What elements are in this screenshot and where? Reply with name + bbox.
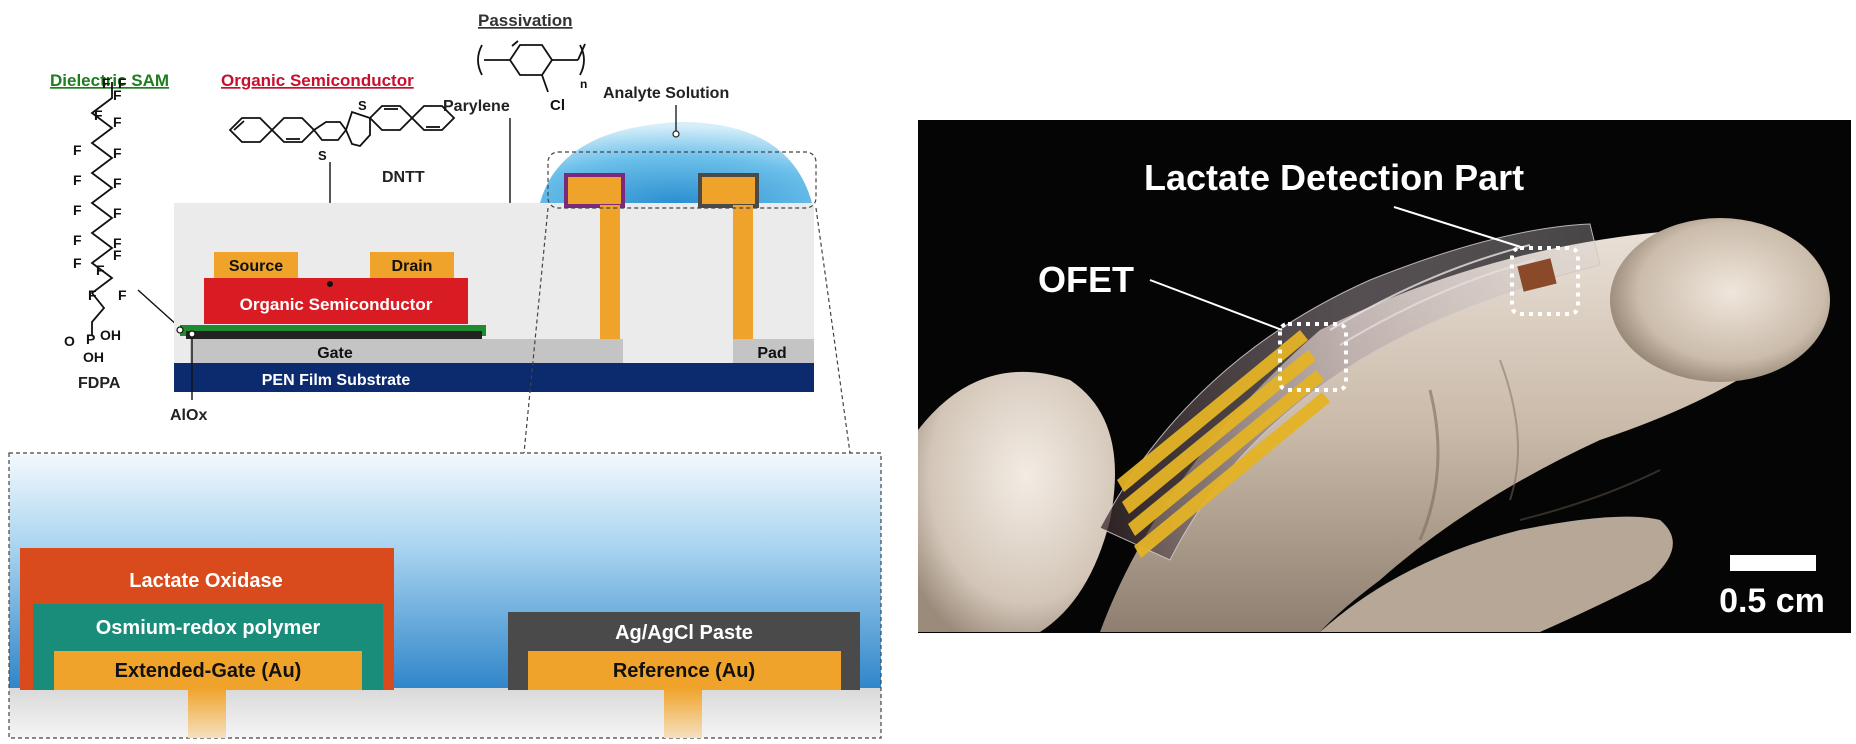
lactate-detection-label: Lactate Detection Part	[1144, 157, 1524, 198]
analyte-solution-label: Analyte Solution	[603, 85, 729, 102]
svg-text:F: F	[113, 175, 122, 191]
osmium-polymer-label: Osmium-redox polymer	[96, 617, 321, 639]
svg-text:F: F	[118, 75, 127, 91]
reference-via	[664, 688, 702, 738]
extended-gate-layer	[54, 651, 362, 690]
svg-text:OH: OH	[100, 327, 121, 343]
parylene-structure	[477, 40, 586, 93]
svg-text:P: P	[86, 331, 95, 347]
svg-text:F: F	[73, 255, 82, 271]
ofet-label: OFET	[1038, 259, 1134, 300]
extended-gate-via	[188, 688, 226, 738]
right-contact-cap	[698, 173, 759, 208]
svg-text:F: F	[94, 107, 103, 123]
passivation-label: Passivation	[478, 11, 573, 30]
dntt-label: DNTT	[382, 169, 425, 186]
svg-text:F: F	[102, 75, 111, 91]
scale-label: 0.5 cm	[1719, 582, 1825, 620]
organic-semiconductor-title: Organic Semiconductor	[221, 71, 414, 90]
svg-text:F: F	[113, 145, 122, 161]
ag-agcl-label: Ag/AgCl Paste	[615, 622, 753, 644]
alox-layer	[186, 331, 482, 339]
middle-finger	[1320, 516, 1673, 632]
dielectric-layer	[180, 325, 486, 336]
source-label: Source	[229, 258, 283, 275]
extended-gate-label: Extended-Gate (Au)	[115, 660, 302, 682]
svg-text:F: F	[88, 287, 97, 303]
alox-label: AlOx	[170, 407, 207, 424]
drain-label: Drain	[392, 258, 433, 275]
svg-text:n: n	[580, 77, 587, 91]
fdpa-label: FDPA	[78, 375, 121, 392]
thumb	[918, 371, 1115, 632]
gate-label: Gate	[317, 345, 353, 362]
svg-text:F: F	[113, 235, 122, 251]
svg-text:F: F	[113, 247, 122, 263]
svg-text:O: O	[64, 333, 75, 349]
svg-text:F: F	[96, 262, 105, 278]
sensor-film	[1099, 223, 1601, 561]
svg-text:S: S	[358, 98, 367, 113]
parylene-label: Parylene	[443, 98, 510, 115]
gate-layer	[190, 339, 623, 363]
svg-text:OH: OH	[83, 349, 104, 365]
svg-text:F: F	[73, 142, 82, 158]
svg-text:F: F	[118, 287, 127, 303]
organic-semiconductor-layer-label: Organic Semiconductor	[240, 295, 433, 314]
svg-text:Cl: Cl	[550, 97, 565, 114]
lactate-oxidase-label: Lactate Oxidase	[129, 570, 282, 592]
detail-view: Lactate Oxidase Osmium-redox polymer Ext…	[8, 452, 882, 739]
photo-panel: Lactate Detection Part OFET 0.5 cm	[918, 120, 1851, 633]
reference-label: Reference (Au)	[613, 660, 755, 682]
right-via	[733, 205, 753, 340]
svg-text:F: F	[113, 205, 122, 221]
svg-text:S: S	[318, 148, 327, 163]
svg-text:F: F	[73, 232, 82, 248]
top-labels: Dielectric SAM Organic Semiconductor Pas…	[50, 11, 729, 424]
svg-text:F: F	[73, 202, 82, 218]
dielectric-sam-label: Dielectric SAM	[50, 71, 169, 90]
svg-text:F: F	[113, 114, 122, 130]
svg-text:F: F	[113, 87, 122, 103]
pad-label: Pad	[757, 345, 786, 362]
reference-layer	[528, 651, 841, 690]
scale-bar	[1730, 555, 1816, 571]
pad-layer	[733, 339, 814, 363]
source-electrode	[214, 252, 298, 278]
device-cross-section: Source Drain Organic Semiconductor Gate …	[174, 105, 851, 454]
svg-text:F: F	[73, 172, 82, 188]
organic-semiconductor-layer	[204, 278, 468, 324]
dntt-molecule	[228, 105, 456, 148]
substrate-label: PEN Film Substrate	[262, 372, 411, 389]
left-contact-cap	[564, 173, 625, 208]
left-via	[600, 205, 620, 340]
drain-electrode	[370, 252, 454, 278]
substrate-layer	[174, 363, 814, 392]
